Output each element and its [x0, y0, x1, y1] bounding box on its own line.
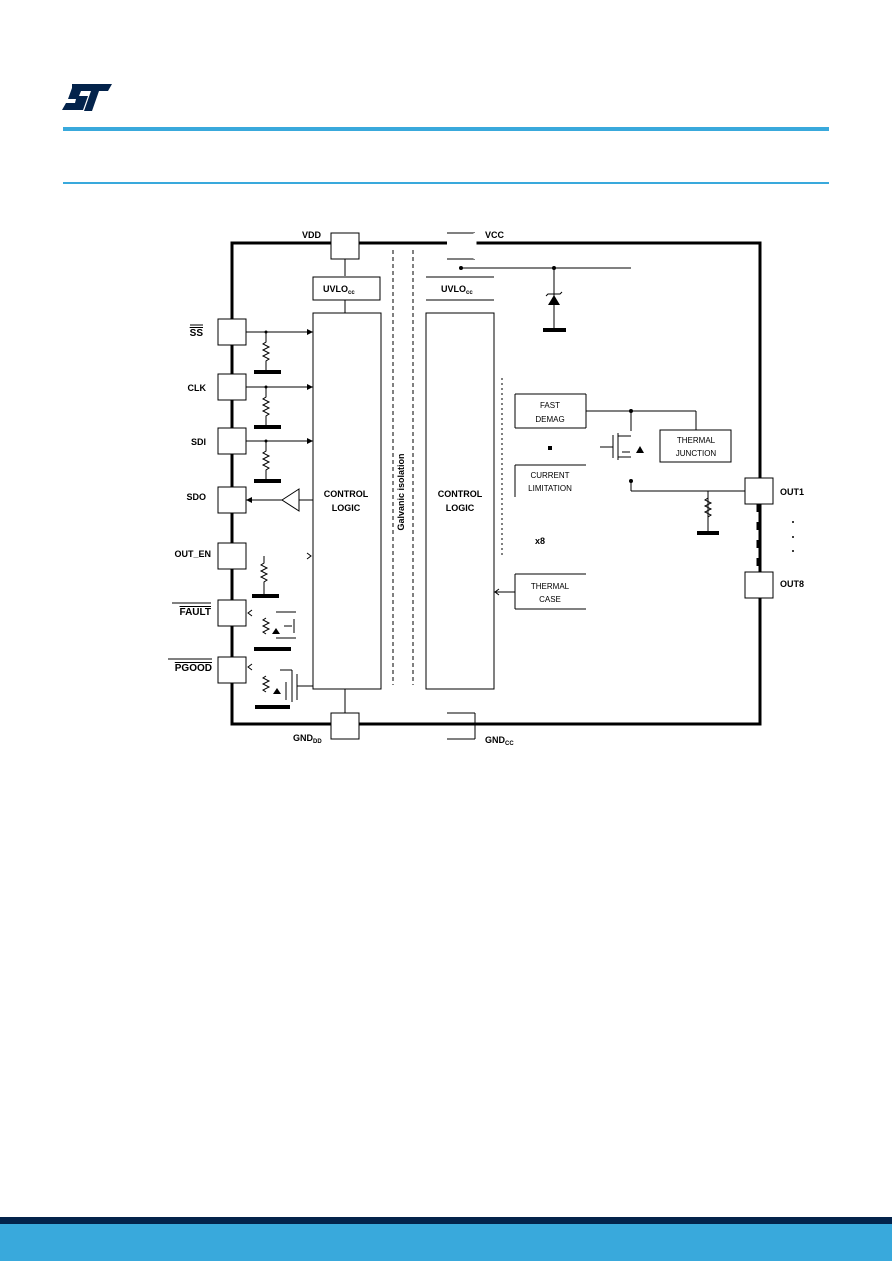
fast-demag-line2: DEMAG: [535, 415, 564, 424]
thermal-junction-block: THERMAL JUNCTION: [659, 429, 732, 463]
sdo-buffer-icon: [281, 488, 300, 512]
out8-pin: [744, 571, 774, 599]
control-logic-right-line2: LOGIC: [446, 503, 475, 513]
gnd-dd-label: GNDDD: [293, 733, 322, 745]
thermal-case-line1: THERMAL: [531, 582, 570, 591]
uvlo-right-label: UVLOcc: [441, 284, 473, 296]
footer-band: [0, 1224, 892, 1261]
gnd-cc-label: GNDCC: [485, 735, 514, 747]
out8-label: OUT8: [780, 579, 804, 589]
vdd-pin: [330, 232, 360, 260]
galvanic-isolation-label: Galvanic isolation: [396, 453, 406, 530]
pin-sdi: SDI: [191, 427, 313, 455]
ss-pulldown-resistor-icon: [261, 332, 271, 372]
thermal-case-block: THERMAL CASE: [494, 573, 586, 610]
fault-open-drain-icon: [261, 611, 296, 639]
zener-diode-icon: [548, 295, 560, 305]
out1-label: OUT1: [780, 487, 804, 497]
footer-band-dark: [0, 1217, 892, 1224]
control-logic-left-line1: CONTROL: [324, 489, 369, 499]
clk-pulldown-resistor-icon: [261, 387, 271, 427]
header-divider: [63, 182, 829, 184]
pin-ss: SS: [190, 318, 313, 346]
thermal-junction-line1: THERMAL: [677, 436, 716, 445]
st-logo: ST: [62, 84, 112, 111]
pin-clk-label: CLK: [188, 383, 207, 393]
uvlo-left-box: [312, 276, 381, 301]
sdi-pulldown-resistor-icon: [261, 441, 271, 481]
vcc-pin: [447, 233, 475, 259]
pin-sdo: SDO: [186, 486, 313, 514]
current-limitation-line2: LIMITATION: [528, 484, 572, 493]
pin-sdo-label: SDO: [186, 492, 206, 502]
pin-out-en: OUT_EN: [174, 542, 312, 570]
header-rule: [63, 127, 829, 131]
thermal-junction-line2: JUNCTION: [676, 449, 717, 458]
output-pulldown-resistor-icon: [703, 497, 713, 518]
vcc-label: VCC: [485, 230, 505, 240]
pin-sdi-label: SDI: [191, 437, 206, 447]
pin-fault: FAULT: [172, 599, 253, 627]
current-limitation-line1: CURRENT: [530, 471, 569, 480]
control-logic-right-line1: CONTROL: [438, 489, 483, 499]
thermal-case-line2: CASE: [539, 595, 561, 604]
pin-out-en-label: OUT_EN: [174, 549, 211, 559]
current-limitation-block: CURRENT LIMITATION: [514, 464, 586, 497]
output-mosfet-icon: [600, 433, 631, 460]
pin-fault-label: FAULT: [180, 607, 211, 618]
gnd-dd-pin: [330, 712, 360, 740]
out1-pin: [744, 477, 774, 505]
channel-multiplier: x8: [535, 536, 545, 546]
uvlo-left-label: UVLOcc: [323, 284, 355, 296]
out-en-pulldown-resistor-icon: [259, 556, 269, 595]
package-outline: [230, 241, 762, 726]
pgood-open-drain-icon: [261, 669, 313, 702]
control-logic-left-line2: LOGIC: [332, 503, 361, 513]
control-logic-left: [312, 312, 382, 690]
pin-pgood: PGOOD: [168, 656, 253, 684]
fast-demag-block: FAST DEMAG: [514, 393, 587, 429]
pin-ss-label: SS: [190, 328, 204, 339]
fast-demag-line1: FAST: [540, 401, 560, 410]
pin-pgood-label: PGOOD: [175, 663, 212, 674]
vdd-label: VDD: [302, 230, 322, 240]
control-logic-right: [425, 312, 495, 690]
pin-clk: CLK: [188, 373, 313, 401]
